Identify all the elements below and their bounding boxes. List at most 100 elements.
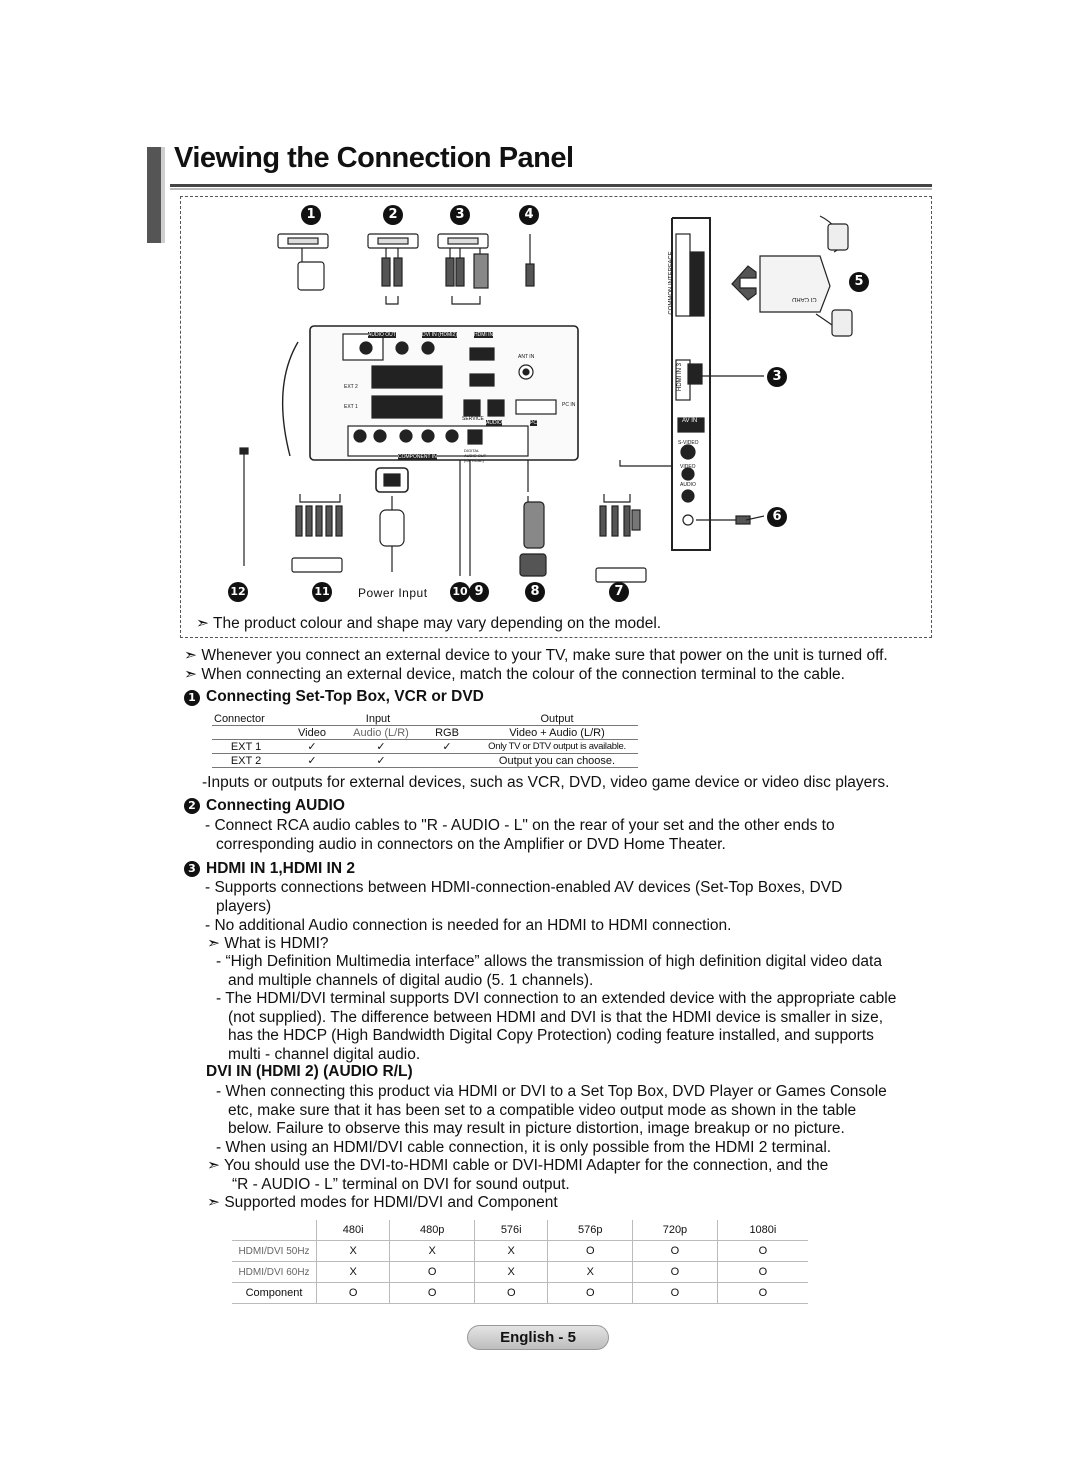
section4-line-4: - When using an HDMI/DVI cable connectio… [216, 1139, 832, 1156]
scart-plug-icon [297, 261, 325, 291]
table-cell: O [389, 1261, 476, 1283]
section2-text-1: - Connect RCA audio cables to "R - AUDIO… [205, 817, 835, 834]
what-is-hdmi-text: What is HDMI? [224, 935, 329, 952]
table-header: 576i [474, 1220, 549, 1241]
common-interface-label: COMMON INTERFACE [668, 251, 675, 315]
check-icon: ✓ [307, 741, 317, 753]
hdmi-in3-label: HDMI IN 3 [677, 362, 684, 392]
section2-number: 2 [184, 798, 200, 814]
ext1-label: EXT 1 [344, 404, 358, 410]
table-row: HDMI/DVI 60Hz X O X X O O [232, 1261, 808, 1283]
section3-line-1: - Supports connections between HDMI-conn… [205, 879, 843, 896]
callout-10: 10 [450, 582, 470, 602]
tip-dvi-cable: ➣ You should use the DVI-to-HDMI cable o… [207, 1156, 828, 1175]
table-cell: Output you can choose. [498, 754, 616, 767]
callout-9: 9 [469, 582, 489, 602]
note-power: ➣ Whenever you connect an external devic… [184, 646, 888, 665]
title-accent-bar [147, 147, 165, 243]
table-cell: O [547, 1282, 634, 1304]
service-label: SERVICE [462, 416, 484, 422]
callout-5: 5 [849, 272, 869, 292]
section1-number: 1 [184, 690, 200, 706]
component-in-label: COMPONENT IN [398, 454, 437, 460]
hdmi-line-3: - The HDMI/DVI terminal supports DVI con… [216, 990, 897, 1007]
table-header-row: 480i 480p 576i 576p 720p 1080i [232, 1220, 808, 1241]
hdmi-in-label: HDMI IN [474, 332, 494, 338]
hdmi-line-6: multi - channel digital audio. [228, 1046, 421, 1063]
callout-1: 1 [301, 205, 321, 225]
check-icon: ✓ [307, 755, 317, 767]
section2-text-2: corresponding audio in connectors on the… [216, 836, 726, 853]
table-cell [418, 754, 476, 768]
title-rule-shadow [170, 188, 932, 190]
connector-table: Connector Input Output Video Audio (L/R)… [212, 712, 638, 768]
ci-card-label: CI CARD [792, 296, 817, 302]
tip-dvi-cable-2: “R - AUDIO - L” terminal on DVI for soun… [232, 1176, 570, 1193]
section3-line-3: - No additional Audio connection is need… [205, 917, 732, 934]
table-cell: HDMI/DVI 60Hz [232, 1261, 317, 1283]
callout-6: 6 [767, 507, 787, 527]
power-input-label: Power Input [358, 586, 428, 600]
section4-heading: DVI IN (HDMI 2) (AUDIO R/L) [206, 1063, 413, 1080]
check-icon: ✓ [376, 741, 386, 753]
callout-4: 4 [519, 205, 539, 225]
tip-arrow-icon: ➣ [207, 934, 220, 952]
ext2-label: EXT 2 [344, 384, 358, 390]
table-cell: X [547, 1261, 634, 1283]
table-cell: X [316, 1261, 391, 1283]
callout-3-side: 3 [767, 367, 787, 387]
table-cell: Component [232, 1282, 317, 1304]
table-cell: O [717, 1282, 808, 1304]
table-row: Component O O O O O O [232, 1282, 808, 1304]
hdmi-line-2: and multiple channels of digital audio (… [228, 972, 594, 989]
table-row: HDMI/DVI 50Hz X X X O O O [232, 1240, 808, 1262]
section1-heading: Connecting Set-Top Box, VCR or DVD [206, 688, 484, 705]
title-accent-highlight [161, 147, 165, 243]
section4-line-3: below. Failure to observe this may resul… [228, 1120, 845, 1137]
tip-supported-modes-text: Supported modes for HDMI/DVI and Compone… [224, 1194, 558, 1211]
table-row: EXT 2 ✓ ✓ Output you can choose. [212, 754, 638, 768]
table-header: 1080i [717, 1220, 808, 1241]
hdmi-line-5: has the HDCP (High Bandwidth Digital Cop… [228, 1027, 874, 1044]
table-cell: O [717, 1240, 808, 1262]
table-cell: O [632, 1261, 718, 1283]
table-header: RGB [435, 726, 459, 739]
table-cell: HDMI/DVI 50Hz [232, 1240, 317, 1262]
callout-11: 11 [312, 582, 332, 602]
section3-number: 3 [184, 861, 200, 877]
svideo-label: S-VIDEO [678, 440, 699, 446]
table-header: Output [476, 712, 638, 726]
diagram-note-text: The product colour and shape may vary de… [213, 615, 662, 632]
table-header: 720p [632, 1220, 718, 1241]
section3-line-2: players) [216, 898, 272, 915]
table-cell: O [316, 1282, 391, 1304]
table-cell: O [717, 1261, 808, 1283]
callout-12: 12 [228, 582, 248, 602]
tip-arrow-icon: ➣ [184, 665, 197, 683]
section1-text: -Inputs or outputs for external devices,… [202, 774, 890, 791]
table-cell: X [316, 1240, 391, 1262]
table-header: 576p [547, 1220, 634, 1241]
tip-arrow-icon: ➣ [207, 1193, 220, 1211]
connection-panel-illustration [239, 215, 853, 583]
ant-in-label: ANT IN [518, 354, 535, 360]
table-cell: O [474, 1282, 549, 1304]
table-header [232, 1220, 317, 1241]
check-icon: ✓ [442, 741, 452, 753]
audio-small-label: AUDIO [486, 420, 502, 426]
audio-label: AUDIO [680, 482, 696, 488]
dvi-label: DVI IN (HDMI2) [422, 332, 457, 338]
hdmi-line-1: - “High Definition Multimedia interface”… [216, 953, 882, 970]
page-title: Viewing the Connection Panel [174, 142, 574, 174]
page-footer: English - 5 [467, 1325, 609, 1350]
tip-arrow-icon: ➣ [184, 646, 197, 664]
av-in-label: AV IN [680, 418, 700, 424]
section3-heading: HDMI IN 1,HDMI IN 2 [206, 860, 355, 877]
table-header: Connector [214, 712, 265, 725]
what-is-hdmi: ➣ What is HDMI? [207, 934, 329, 953]
check-icon: ✓ [376, 755, 386, 767]
connection-diagram [180, 196, 932, 638]
table-cell: EXT 1 [230, 740, 262, 753]
tip-supported-modes: ➣ Supported modes for HDMI/DVI and Compo… [207, 1193, 558, 1212]
table-cell: O [632, 1240, 718, 1262]
